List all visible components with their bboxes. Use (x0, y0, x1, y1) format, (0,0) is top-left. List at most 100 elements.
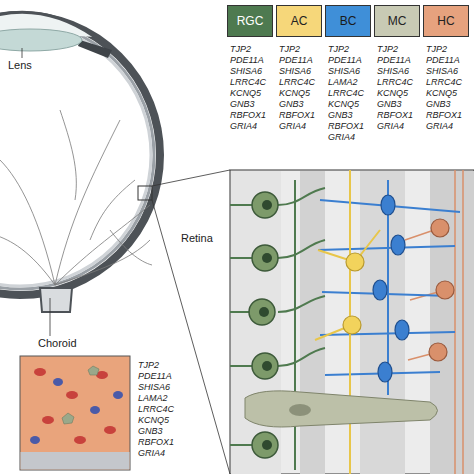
cell-type-box: HC TJP2 PDE11A SHISA6 LRRC4C KCNQ5 GNB3 R… (423, 5, 469, 132)
cell-type-name: MC (374, 5, 420, 37)
ganglion-cell (252, 353, 278, 379)
amacrine-cell (343, 316, 361, 334)
dendrite (278, 296, 325, 312)
bipolar-cell (378, 362, 392, 382)
process (318, 246, 455, 250)
ganglion-cell (252, 192, 278, 218)
inset-frame (20, 356, 130, 470)
gene-list: TJP2 PDE11A SHISA6 LRRC4C KCNQ5 GNB3 RBF… (374, 44, 413, 132)
cell-type-name: BC (325, 5, 371, 37)
dendrite (278, 348, 325, 366)
part-label: Lens (8, 59, 32, 72)
optic-nerve (40, 288, 72, 312)
bipolar-cell (395, 320, 409, 340)
vessel (0, 160, 55, 285)
amacrine-cell-processes (315, 170, 380, 474)
muller-cell (245, 391, 438, 427)
eyeball (0, 12, 230, 474)
bipolar-cell-processes (318, 180, 460, 395)
cell-type-box: BC TJP2 PDE11A SHISA6 LAMA2 LRRC4C KCNQ5 … (325, 5, 371, 143)
vessel (55, 205, 150, 285)
gene-list: TJP2 PDE11A SHISA6 LRRC4C KCNQ5 GNB3 RBF… (227, 44, 266, 132)
bipolar-cell (381, 195, 395, 215)
amacrine-cells (343, 253, 364, 334)
vessel (55, 240, 150, 285)
horizontal-cell (429, 343, 447, 361)
inset-frame (230, 170, 474, 474)
process (454, 170, 456, 474)
vessel (60, 110, 76, 200)
blood-cell (66, 391, 78, 399)
vessel (55, 120, 120, 285)
blood-cell (113, 391, 123, 399)
horizontal-cell-processes (405, 170, 463, 474)
vessel (0, 235, 55, 285)
stromal-cell (88, 366, 99, 375)
dendrite (278, 188, 325, 205)
blood-cell (74, 436, 86, 444)
red-cells (34, 368, 116, 444)
blood-cell (104, 426, 116, 434)
cell-type-name: HC (423, 5, 469, 37)
process (315, 230, 380, 340)
vessel (90, 180, 135, 240)
choroid-layer (0, 21, 154, 289)
cell-nucleus (289, 404, 311, 416)
cell-nucleus (259, 307, 269, 317)
blue-cells (30, 378, 123, 444)
retina-band (430, 171, 474, 474)
bipolar-cell (391, 235, 405, 255)
cell-type-box: AC TJP2 PDE11A SHISA6 LRRC4C KCNQ5 GNB3 R… (276, 5, 322, 132)
cell-type-box: MC TJP2 PDE11A SHISA6 LRRC4C KCNQ5 GNB3 R… (374, 5, 420, 132)
lens-shape (0, 29, 82, 51)
retina-layer (0, 24, 151, 286)
ciliary-body (78, 40, 112, 58)
part-label: Choroid (38, 337, 77, 350)
leader-line (50, 298, 51, 336)
leader-line (22, 48, 23, 58)
ganglion-cell (252, 432, 278, 458)
vessel (110, 230, 152, 265)
blood-cell (90, 406, 100, 414)
amacrine-cell (346, 253, 364, 271)
horizontal-cell (431, 219, 449, 237)
cell-nucleus (262, 200, 272, 210)
ganglion-nuclei (259, 200, 272, 450)
membrane-band (21, 452, 130, 470)
sclera (0, 15, 160, 295)
retina-inset (230, 170, 474, 474)
zoom-line (152, 200, 230, 474)
gene-list: TJP2 PDE11A SHISA6 LRRC4C KCNQ5 GNB3 RBF… (276, 44, 315, 132)
blood-cell (34, 368, 46, 376)
gene-list: TJP2 PDE11A SHISA6 LAMA2 LRRC4C KCNQ5 GN… (138, 360, 174, 459)
gene-list: TJP2 PDE11A SHISA6 LRRC4C KCNQ5 GNB3 RBF… (423, 44, 462, 132)
bipolar-cells (373, 195, 409, 382)
blood-cell (30, 436, 40, 444)
ganglion-cells (249, 192, 278, 458)
retina-band (231, 171, 281, 474)
ganglion-cell (249, 299, 275, 325)
cell-type-box: RGCTJP2 PDE11A SHISA6 LRRC4C KCNQ5 GNB3 … (227, 5, 273, 132)
stromal-cells (62, 366, 99, 424)
zoom-marker (138, 186, 152, 200)
blood-cell (53, 378, 63, 386)
blood-cell (42, 416, 54, 424)
retinal-vessels (0, 110, 152, 285)
horizontal-cell (436, 281, 454, 299)
cell-nucleus (262, 361, 272, 371)
bipolar-cell (373, 280, 387, 300)
cell-nucleus (262, 253, 272, 263)
zoom-line (152, 170, 230, 186)
cell-nucleus (262, 440, 272, 450)
process (462, 170, 464, 474)
dendrite (278, 240, 325, 258)
choroid-inset (20, 356, 130, 470)
part-label: Retina (181, 232, 213, 245)
gene-list: TJP2 PDE11A SHISA6 LAMA2 LRRC4C KCNQ5 GN… (325, 44, 364, 143)
horizontal-cells (429, 219, 454, 361)
cell-type-name: AC (276, 5, 322, 37)
retina-band (300, 171, 325, 474)
stromal-cell (62, 413, 74, 424)
